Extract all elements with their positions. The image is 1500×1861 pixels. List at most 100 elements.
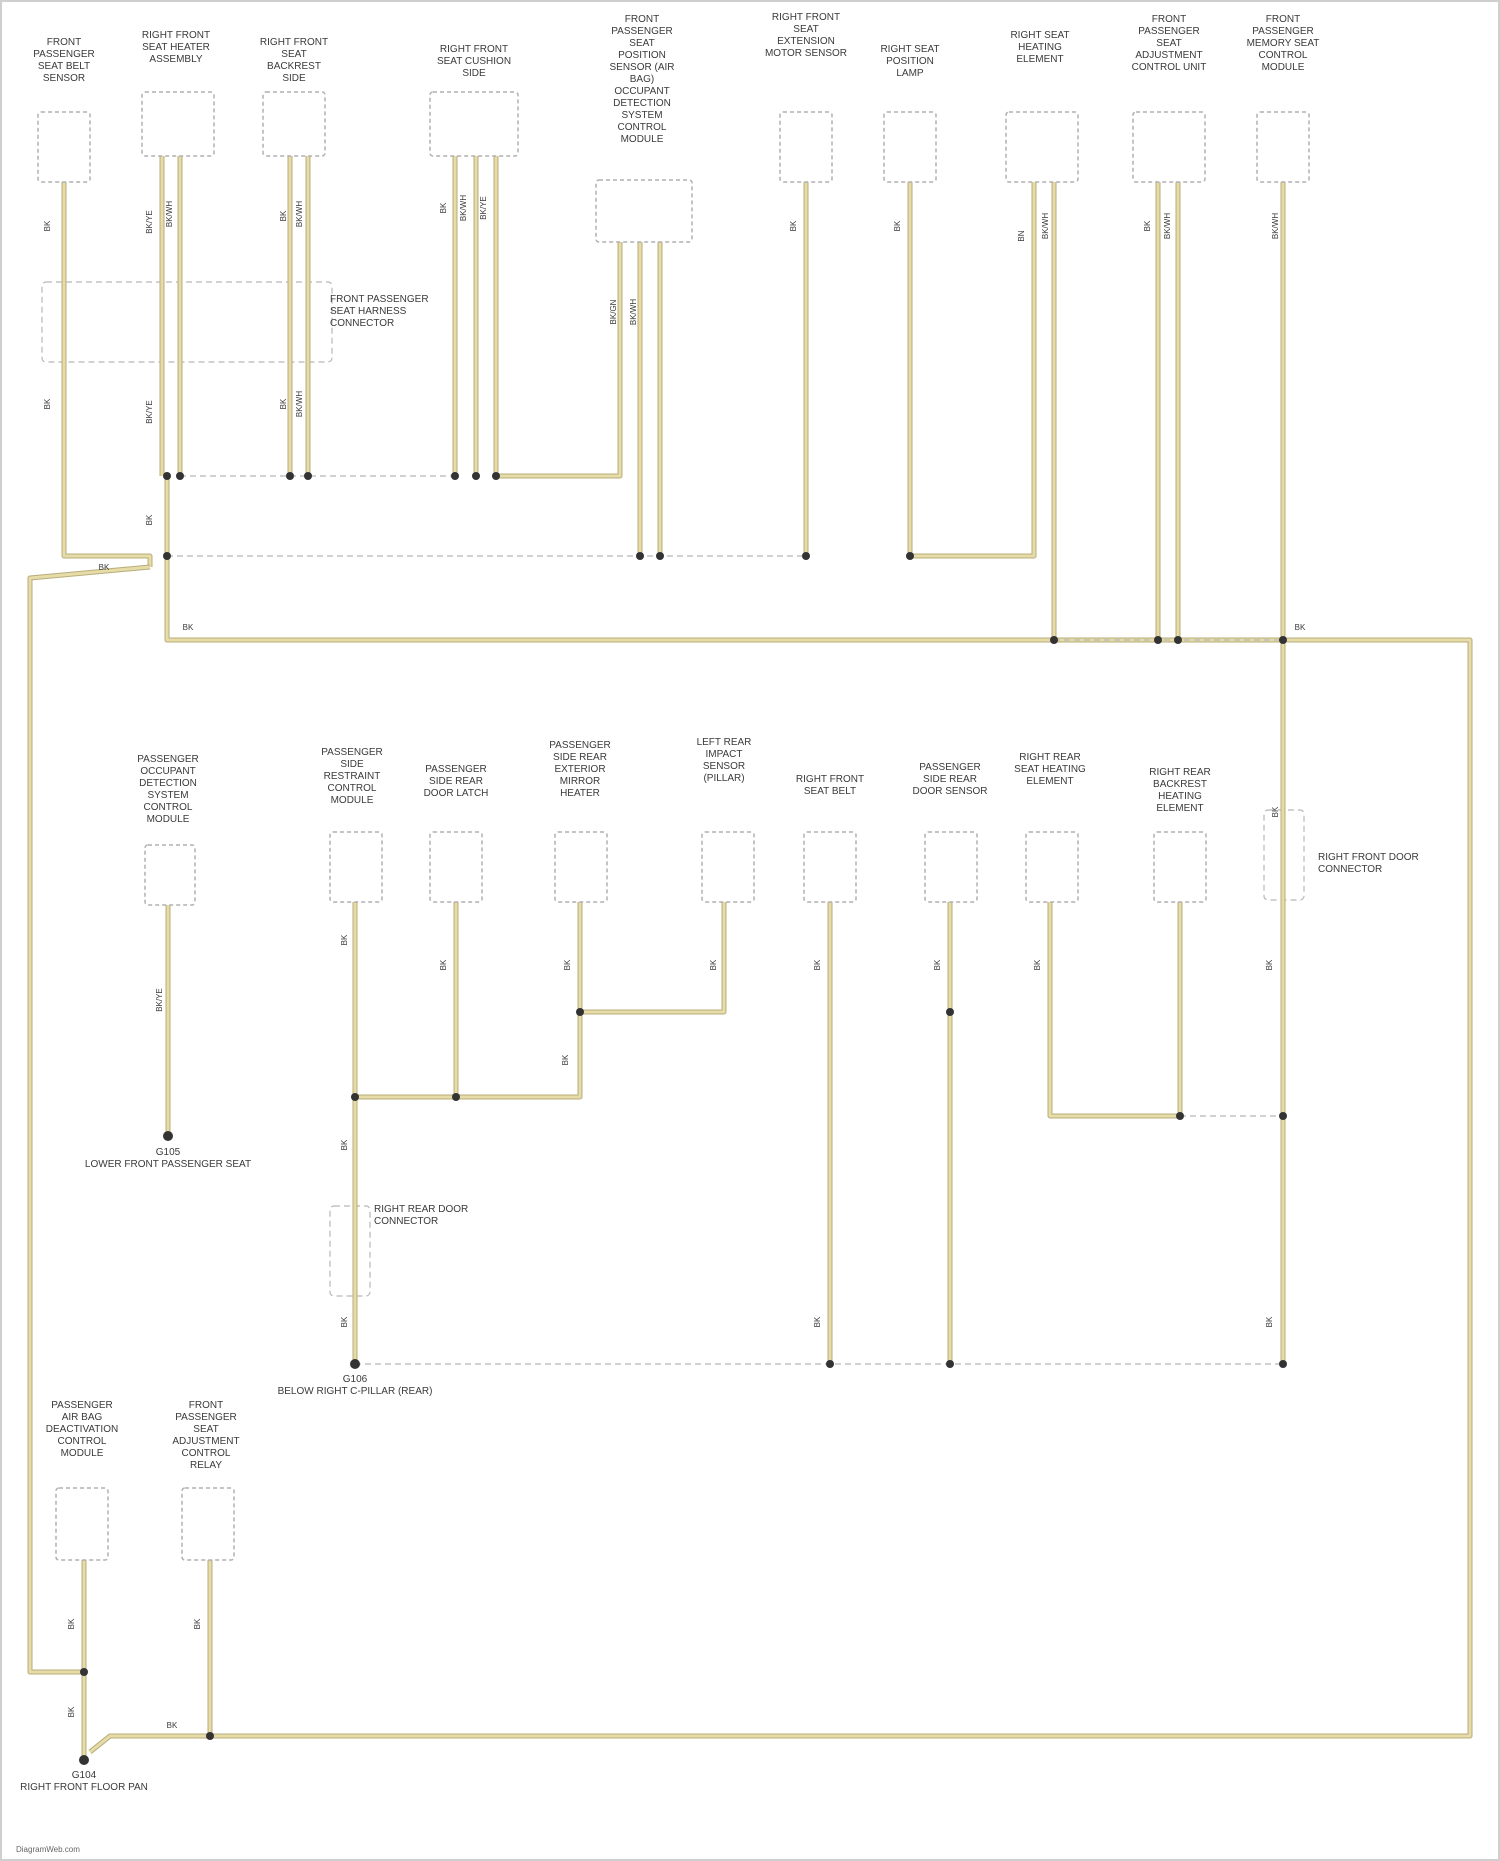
wire-color-label: BK [183,623,194,632]
ground-point [163,1131,173,1141]
component-box [330,832,382,902]
component-box [1133,112,1205,182]
component-box [1026,832,1078,902]
wire-color-label: BK/WH [1271,213,1280,239]
wire-color-label: BK [43,220,52,231]
ground-code: G104 [72,1770,97,1781]
splice-node [286,472,294,480]
splice-node [1050,636,1058,644]
ground-label: LOWER FRONT PASSENGER SEAT [85,1159,251,1170]
component-box [804,832,856,902]
wire-color-label: BK [893,220,902,231]
component-box [56,1488,108,1560]
wire-color-label: BK/WH [295,201,304,227]
wire-color-label: BK [193,1618,202,1629]
wire-color-label: BK [1295,623,1306,632]
splice-node [304,472,312,480]
splice-node [636,552,644,560]
wire-color-label: BK/WH [295,391,304,417]
wire-color-label: BK [1271,806,1280,817]
splice-node [656,552,664,560]
component-box [430,832,482,902]
wire-color-label: BK [1265,1316,1274,1327]
component-box [145,845,195,905]
wire-color-label: BK/WH [1163,213,1172,239]
ground-code: G105 [156,1147,181,1158]
wire-color-label: BK [99,563,110,572]
wire-color-label: BK/WH [459,195,468,221]
splice-node [472,472,480,480]
splice-node [1154,636,1162,644]
ground-point [79,1755,89,1765]
splice-node [576,1008,584,1016]
component-box [1257,112,1309,182]
component-box [596,180,692,242]
splice-node [946,1360,954,1368]
wire-color-label: BK [561,1054,570,1065]
wire-color-label: BK/WH [165,201,174,227]
splice-node [1174,636,1182,644]
wire-color-label: BK [439,959,448,970]
splice-node [163,472,171,480]
component-box [142,92,214,156]
splice-node [1279,1112,1287,1120]
component-label: PASSENGERSIDE REARDOOR SENSOR [912,762,987,797]
wire-color-label: BK/YE [145,400,154,424]
wire-color-label: BK [167,1721,178,1730]
component-box [1154,832,1206,902]
ground-label: RIGHT FRONT FLOOR PAN [20,1782,148,1793]
wire-color-label: BK [145,514,154,525]
wire-color-label: BK [1265,959,1274,970]
splice-node [1176,1112,1184,1120]
component-label: RIGHT SEATHEATINGELEMENT [1010,30,1069,65]
wire-color-label: BK/WH [629,299,638,325]
splice-node [451,472,459,480]
ground-label: BELOW RIGHT C-PILLAR (REAR) [278,1386,433,1397]
wire-color-label: BK/YE [145,210,154,234]
component-box [263,92,325,156]
splice-node [946,1008,954,1016]
component-box [182,1488,234,1560]
wire-color-label: BK [279,210,288,221]
ground-point [350,1359,360,1369]
splice-node [802,552,810,560]
wire-color-label: BN [1017,230,1026,241]
splice-node [80,1668,88,1676]
wire-color-label: BK [563,959,572,970]
wire-color-label: BK/GN [609,299,618,324]
wire-color-label: BK/WH [1041,213,1050,239]
splice-node [1279,1360,1287,1368]
component-label: RIGHT FRONTSEATEXTENSIONMOTOR SENSOR [765,12,847,59]
wire-color-label: BK [279,398,288,409]
wire-color-label: BK [1033,959,1042,970]
component-box [884,112,936,182]
splice-node [1279,636,1287,644]
component-box [430,92,518,156]
wire-color-label: BK [340,1316,349,1327]
ground-code: G106 [343,1374,368,1385]
splice-node [206,1732,214,1740]
splice-node [452,1093,460,1101]
splice-node [163,552,171,560]
splice-node [351,1093,359,1101]
wire-color-label: BK [43,398,52,409]
component-box [38,112,90,182]
component-box [925,832,977,902]
splice-node [826,1360,834,1368]
wire-color-label: BK [67,1706,76,1717]
splice-node [176,472,184,480]
wire-color-label: BK [813,1316,822,1327]
wire-color-label: BK [340,934,349,945]
wire-color-label: BK [439,202,448,213]
wire-color-label: BK [789,220,798,231]
wire-color-label: BK [813,959,822,970]
component-label: LEFT REARIMPACTSENSOR(PILLAR) [697,737,752,784]
footer-watermark: DiagramWeb.com [16,1845,80,1854]
splice-node [492,472,500,480]
component-box [555,832,607,902]
component-box [702,832,754,902]
wire-color-label: BK [340,1139,349,1150]
